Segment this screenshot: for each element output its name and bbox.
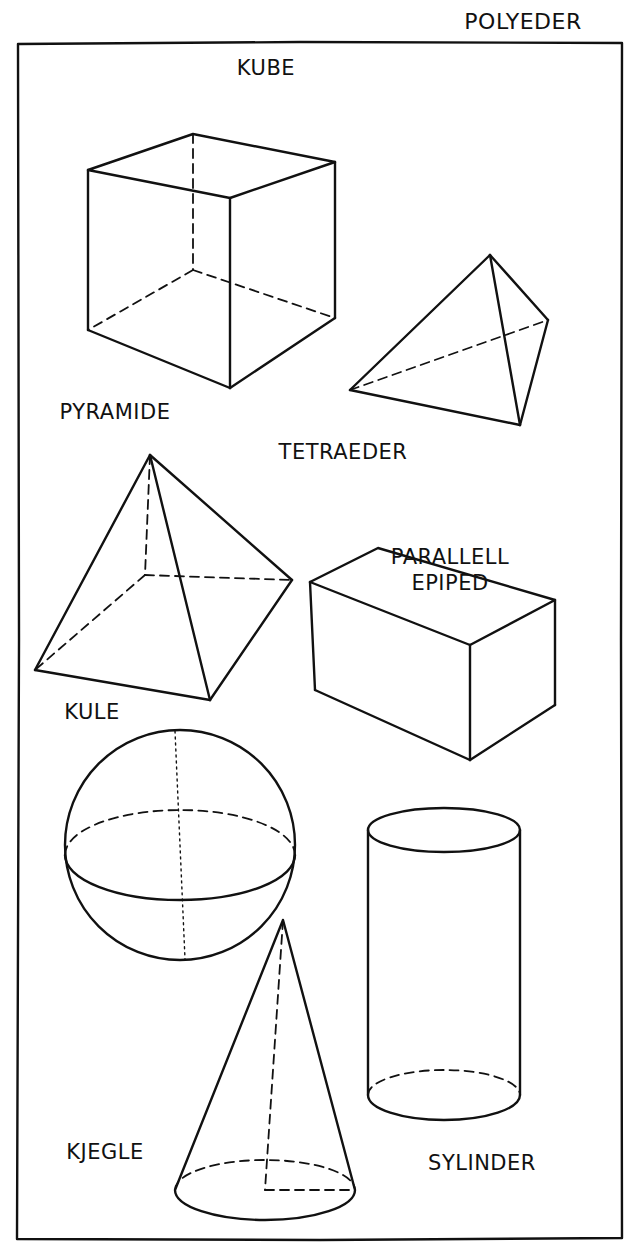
cylinder-drawing [368,808,520,1120]
cube-drawing [88,134,335,388]
shape-name: TETRAEDER [279,439,408,465]
pyramid-drawing [35,455,292,700]
shape-name: KUBE [237,55,295,81]
page-title: POLYEDER [464,8,581,36]
cone-drawing [175,920,355,1220]
shape-name: PYRAMIDE [60,399,171,425]
frame [17,42,622,1240]
shape-name: PARALLELL EPIPED [370,544,530,597]
shape-name: SYLINDER [428,1150,536,1176]
sphere-drawing [65,730,295,960]
shape-name: KJEGLE [66,1139,143,1165]
shape-name: KULE [64,699,120,725]
tetrahedron-drawing [350,255,548,425]
